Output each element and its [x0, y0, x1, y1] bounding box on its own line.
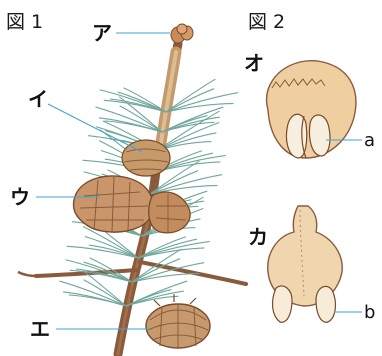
pine-needle [84, 280, 126, 306]
label-ka: カ [248, 225, 268, 249]
male-scale-illustration [268, 206, 342, 322]
mature-cone [74, 176, 191, 233]
pine-needle [166, 93, 238, 112]
old-cone [146, 294, 210, 348]
label-a: ア [92, 21, 112, 45]
label-i: イ [28, 87, 48, 111]
pine-needle [120, 106, 162, 132]
label-small-a: a [364, 130, 375, 151]
label-e: エ [30, 317, 50, 341]
pine-needle [67, 246, 138, 258]
figure2-title: 図 2 [248, 11, 285, 33]
leader-line-i [48, 104, 142, 152]
figure1-title: 図 1 [6, 11, 43, 33]
female-flower [171, 24, 193, 43]
pine-needle [150, 175, 222, 194]
pine-branch-illustration [18, 24, 246, 354]
label-small-b: b [364, 302, 375, 323]
label-o: オ [244, 51, 264, 75]
label-u: ウ [10, 185, 30, 209]
female-scale-illustration [267, 61, 356, 158]
